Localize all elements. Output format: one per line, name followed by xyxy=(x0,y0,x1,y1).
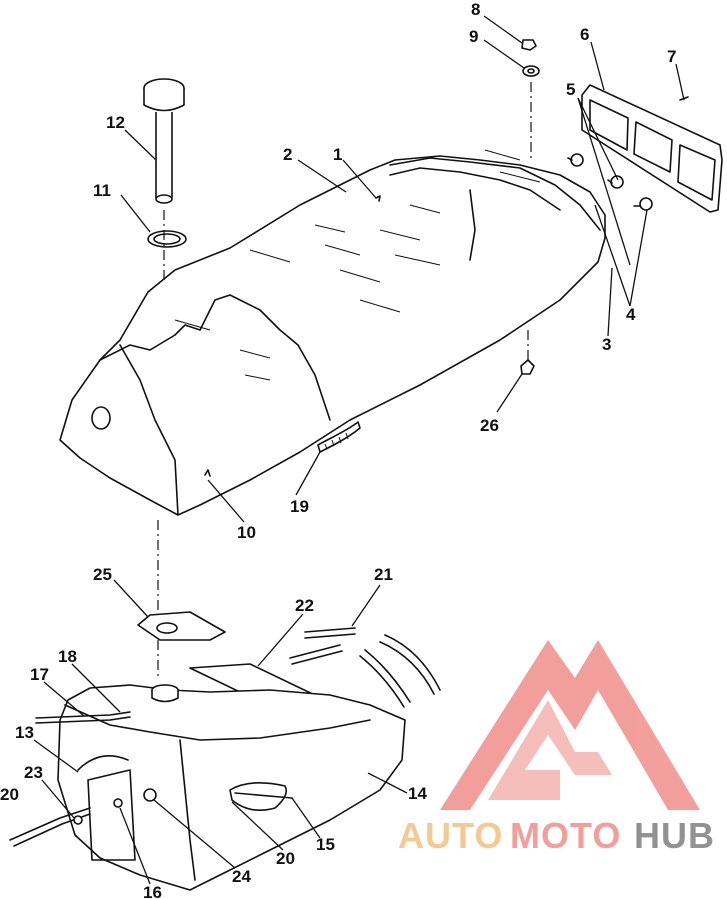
lens-window-3 xyxy=(677,144,716,201)
hold-strap-1 xyxy=(304,627,356,639)
callout-5: 5 xyxy=(566,80,575,99)
callout-26: 26 xyxy=(480,416,499,435)
callout-15: 15 xyxy=(316,835,335,854)
washer-9-hole xyxy=(527,68,535,74)
seat-hump-inner xyxy=(389,167,561,211)
callout-12: 12 xyxy=(106,113,125,132)
callout-18: 18 xyxy=(58,647,77,666)
filler-tube xyxy=(155,112,173,199)
callout-25: 25 xyxy=(93,565,112,584)
callout-9: 9 xyxy=(469,27,478,46)
callout-13: 13 xyxy=(15,723,34,742)
watermark-text-moto: MOTO xyxy=(510,815,621,856)
nut-8 xyxy=(521,39,537,51)
watermark-text-hub: HUB xyxy=(634,815,715,856)
filler-neck xyxy=(143,78,187,248)
leader-lines xyxy=(33,15,685,885)
seat-pin-1 xyxy=(375,195,381,202)
bulbs xyxy=(567,153,653,211)
lens-window-1 xyxy=(589,99,629,151)
washer-9 xyxy=(522,65,540,77)
seat-body xyxy=(59,155,606,516)
callout-22: 22 xyxy=(295,596,314,615)
clip-16 xyxy=(113,798,123,808)
taillight-plate xyxy=(581,84,723,213)
callout-24: 24 xyxy=(232,867,251,886)
bulb-3 xyxy=(639,197,653,211)
seat-front-edge xyxy=(119,344,179,516)
callout-1: 1 xyxy=(333,145,342,164)
fuel-fitting-23 xyxy=(73,815,83,825)
callout-23: 23 xyxy=(24,763,43,782)
filler-tube-end xyxy=(155,194,173,204)
callout-3: 3 xyxy=(602,335,611,354)
hold-strap-2 xyxy=(289,644,343,665)
seat-cushion-lines xyxy=(174,149,541,381)
fuel-outlet-bracket xyxy=(87,769,136,861)
fasteners-top xyxy=(520,39,540,375)
seat-hole xyxy=(91,406,111,430)
hold-strap-3 xyxy=(379,634,441,695)
callout-8: 8 xyxy=(471,0,480,19)
tank-top-edge xyxy=(64,704,371,741)
gasket-ring xyxy=(147,230,187,248)
watermark-logo: AUTO MOTO HUB xyxy=(398,640,715,856)
callout-2: 2 xyxy=(283,145,292,164)
seat-pin-10 xyxy=(204,469,211,477)
hold-strap-4 xyxy=(359,649,411,708)
callout-11: 11 xyxy=(93,181,111,200)
watermark-text-auto: AUTO xyxy=(398,815,503,856)
callout-labels: 8 9 6 7 5 12 2 1 11 4 3 26 19 10 25 21 2… xyxy=(0,0,676,899)
callout-6: 6 xyxy=(580,25,589,44)
seat-cutaway xyxy=(99,294,331,421)
fuel-tank-assembly xyxy=(9,611,441,891)
callout-14: 14 xyxy=(408,784,427,803)
grommet-24 xyxy=(143,788,157,802)
foam-pad xyxy=(137,611,226,641)
foam-pad-hole xyxy=(156,622,178,634)
callout-16: 16 xyxy=(143,883,162,899)
tank-ridge xyxy=(179,739,196,881)
watermark-triangle-inner-icon xyxy=(488,700,612,800)
trim-ribs xyxy=(324,432,349,450)
callout-19: 19 xyxy=(290,497,309,516)
stud-26 xyxy=(520,359,535,375)
seat-assembly xyxy=(59,149,606,516)
callout-10: 10 xyxy=(237,523,256,542)
callout-20-left: 20 xyxy=(0,785,19,804)
seat-hump xyxy=(389,157,601,231)
gauge-arc-13 xyxy=(77,754,129,771)
watermark-triangle-icon xyxy=(440,640,700,810)
vent-hose xyxy=(35,711,131,724)
return-line-hose xyxy=(234,792,293,799)
callout-21: 21 xyxy=(374,565,393,584)
bulb-bases xyxy=(567,157,641,207)
tank-body xyxy=(57,684,406,891)
lens-plate xyxy=(581,84,723,213)
callout-20-right: 20 xyxy=(276,849,295,868)
seat-contour xyxy=(469,189,476,261)
callout-17: 17 xyxy=(30,665,49,684)
tank-neck-wall xyxy=(151,690,179,703)
lens-window-2 xyxy=(633,121,673,173)
trim-strip xyxy=(317,421,361,453)
callout-4: 4 xyxy=(626,305,636,324)
filler-cap xyxy=(143,88,185,112)
callout-7: 7 xyxy=(667,47,676,66)
gasket-ring-inner xyxy=(153,233,181,245)
